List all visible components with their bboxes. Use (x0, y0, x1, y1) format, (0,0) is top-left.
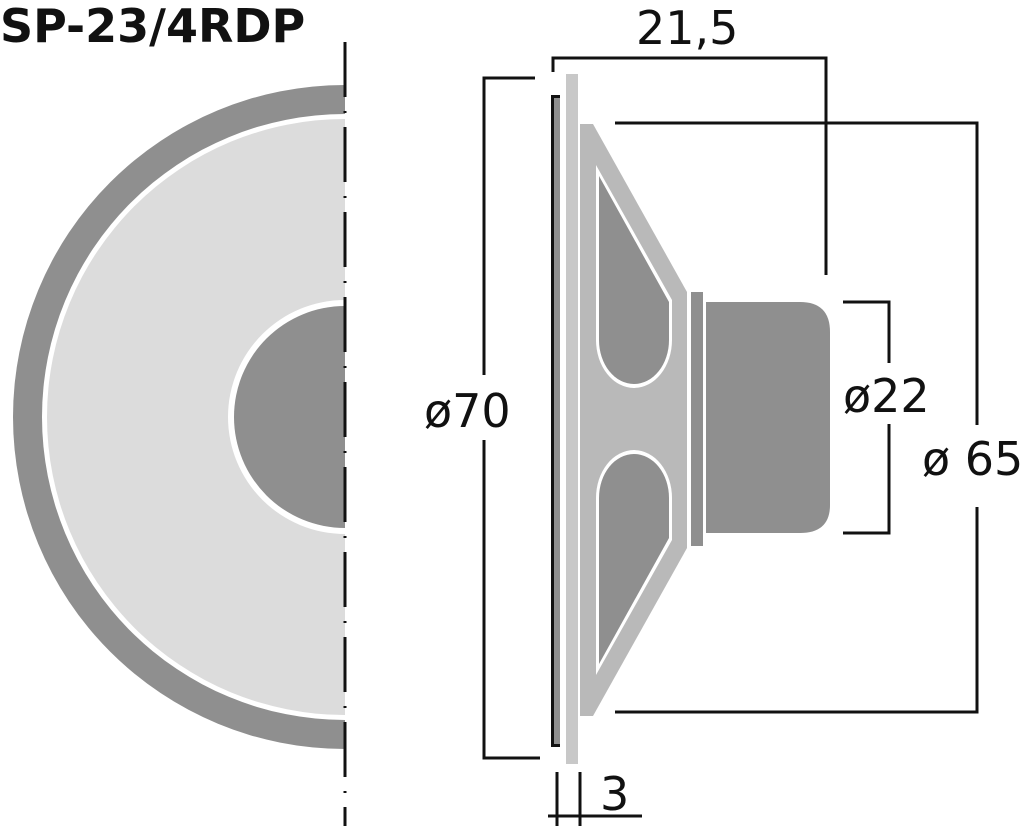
basket-window-top (599, 176, 669, 384)
depth-label: 21,5 (636, 1, 738, 55)
outer-diameter-label: ø70 (424, 384, 511, 438)
side-view (551, 74, 830, 764)
magnet-diameter-label: ø22 (843, 369, 930, 423)
basket-window-bottom (599, 454, 669, 664)
top-plate (691, 292, 703, 546)
frame-plate (566, 74, 578, 764)
cone-surface (47, 119, 345, 715)
mount-diameter-label: ø 65 (922, 432, 1023, 486)
model-title: SP-23/4RDP (0, 0, 305, 53)
front-half-view (13, 42, 347, 826)
dimension-lines (482, 56, 979, 826)
magnet (706, 302, 830, 533)
flange-thickness-label: 3 (600, 767, 629, 821)
dust-cap (234, 306, 345, 528)
